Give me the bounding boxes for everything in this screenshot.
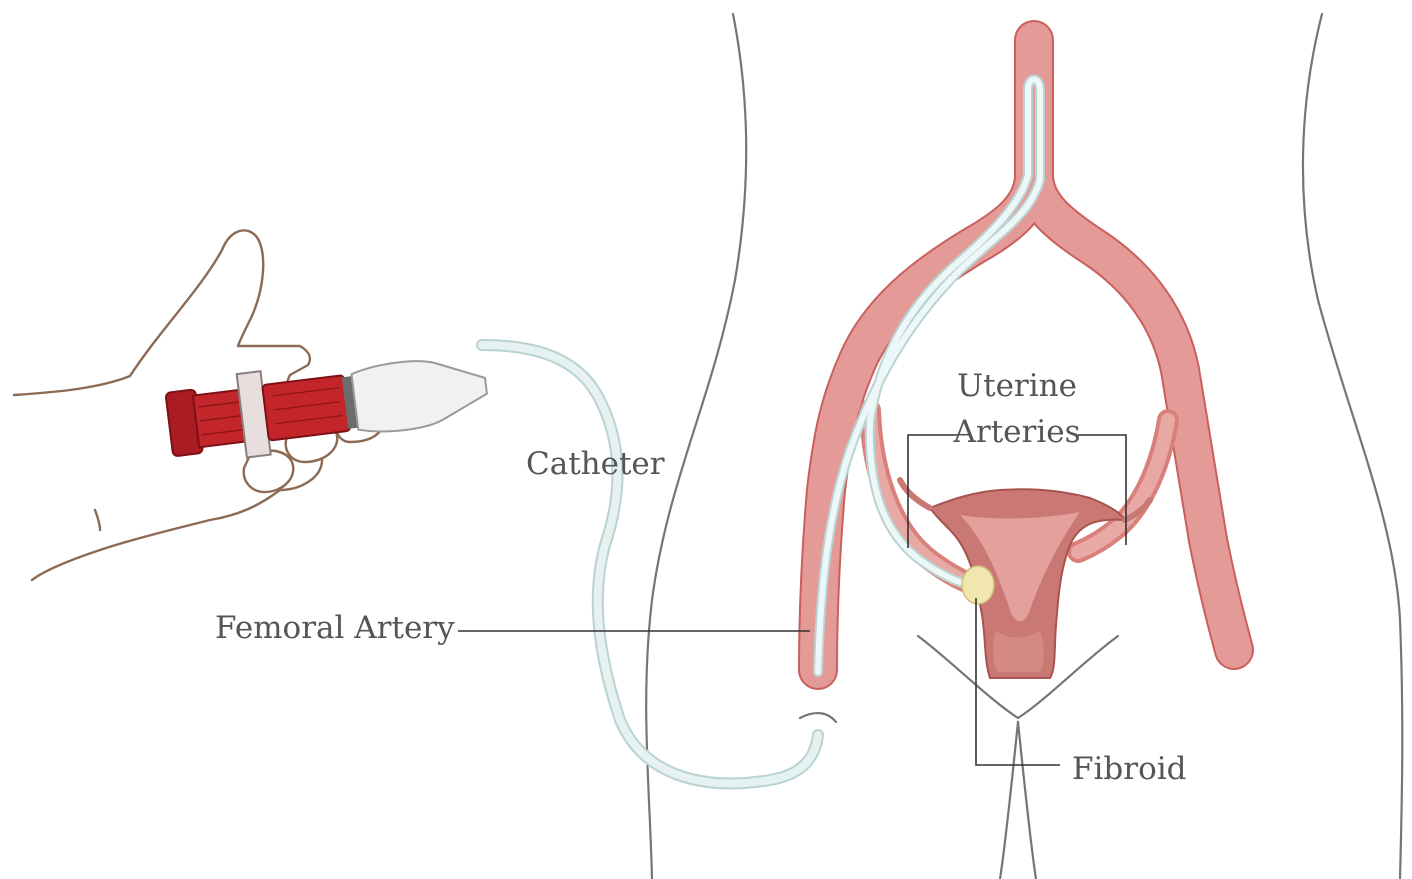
label-femoral-artery: Femoral Artery (215, 610, 455, 646)
thigh-line-right (1018, 722, 1036, 879)
fallopian-tube-left (900, 480, 930, 508)
label-uterine: Uterine (957, 368, 1077, 404)
syringe-tip (351, 352, 490, 436)
fibroid-mass (962, 566, 994, 604)
uterus-icon (900, 480, 1150, 678)
label-fibroid: Fibroid (1072, 751, 1187, 787)
catheter-tube (482, 345, 818, 783)
syringe-barrel (262, 375, 350, 441)
groin-crease (800, 713, 836, 722)
right-iliac-artery (1034, 175, 1234, 650)
thigh-line-left (1000, 722, 1018, 879)
body-outline-right (1303, 14, 1402, 879)
label-catheter: Catheter (526, 446, 665, 482)
label-arteries: Arteries (953, 414, 1081, 450)
